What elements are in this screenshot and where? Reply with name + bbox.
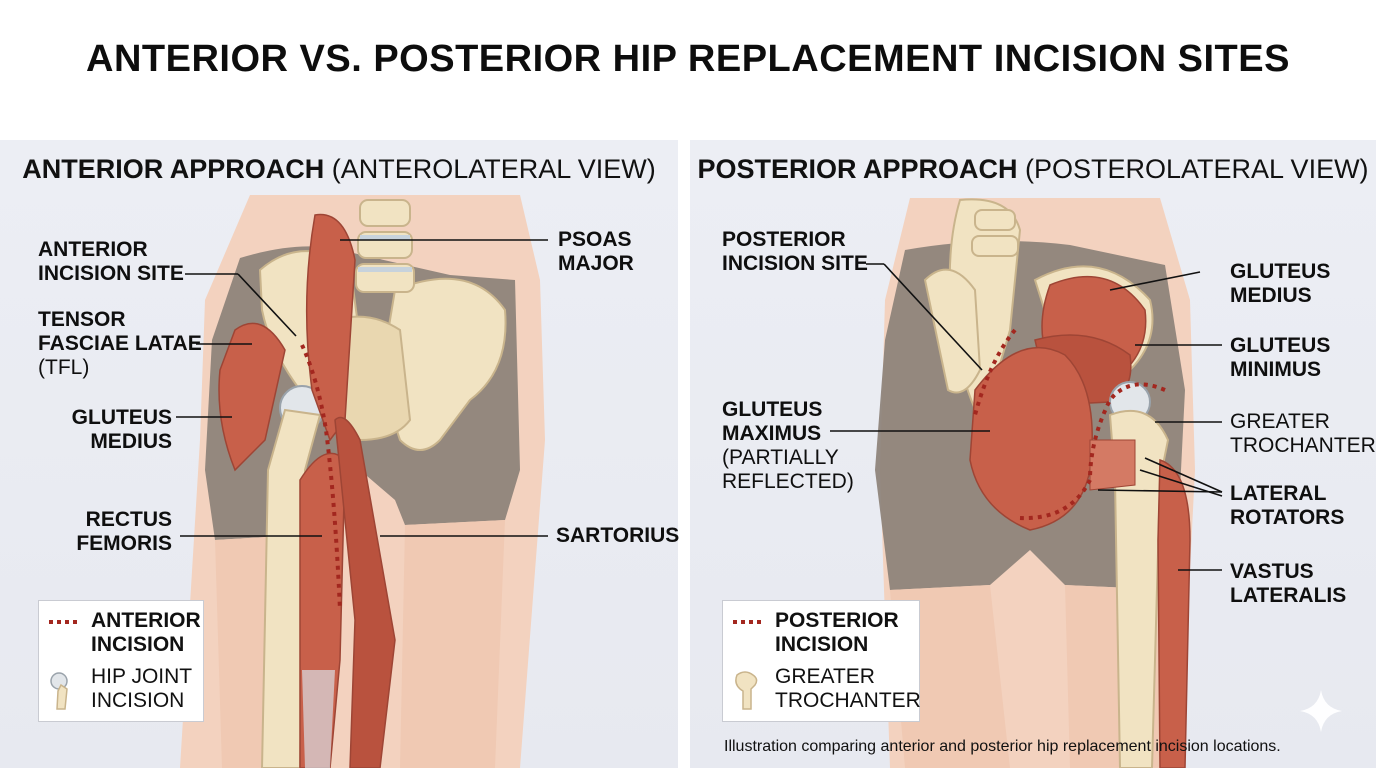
anterior-legend: ANTERIOR INCISION HIP JOINT INCISION	[38, 600, 204, 722]
posterior-panel: POSTERIOR APPROACH (POSTEROLATERAL VIEW)	[690, 140, 1376, 768]
anterior-heading-bold: ANTERIOR APPROACH	[22, 154, 325, 184]
label-rectus-femoris: RECTUS FEMORIS	[76, 508, 172, 555]
dotted-incision-icon	[733, 620, 765, 624]
page-title: ANTERIOR VS. POSTERIOR HIP REPLACEMENT I…	[86, 38, 1290, 80]
caption: Illustration comparing anterior and post…	[724, 738, 1281, 755]
dotted-incision-icon	[49, 620, 81, 624]
label-gluteus-medius-posterior: GLUTEUS MEDIUS	[1230, 260, 1331, 307]
posterior-heading-view: (POSTEROLATERAL VIEW)	[1025, 154, 1369, 184]
label-sartorius: SARTORIUS	[556, 524, 680, 547]
label-vastus-lateralis: VASTUS LATERALIS	[1230, 560, 1347, 607]
label-greater-trochanter: GREATER TROCHANTER	[1230, 410, 1376, 457]
label-posterior-incision-site: POSTERIOR INCISION SITE	[722, 228, 868, 275]
legend-greater-trochanter: GREATER TROCHANTER	[775, 665, 921, 712]
posterior-legend: POSTERIOR INCISION GREATER TROCHANTER	[722, 600, 921, 722]
legend-anterior-incision: ANTERIOR INCISION	[91, 609, 201, 656]
posterior-hip-illustration	[830, 198, 1223, 768]
label-anterior-incision-site: ANTERIOR INCISION SITE	[38, 238, 184, 285]
anterior-heading-view: (ANTEROLATERAL VIEW)	[331, 154, 656, 184]
anterior-panel-heading: ANTERIOR APPROACH (ANTEROLATERAL VIEW)	[0, 154, 678, 185]
label-lateral-rotators: LATERAL ROTATORS	[1230, 482, 1345, 529]
legend-hip-joint: HIP JOINT INCISION	[91, 665, 193, 712]
posterior-heading-bold: POSTERIOR APPROACH	[697, 154, 1018, 184]
label-gluteus-medius-anterior: GLUTEUS MEDIUS	[71, 406, 172, 453]
label-gluteus-minimus: GLUTEUS MINIMUS	[1230, 334, 1331, 381]
posterior-panel-heading: POSTERIOR APPROACH (POSTEROLATERAL VIEW)	[690, 154, 1376, 185]
anterior-hip-illustration	[176, 195, 548, 768]
anterior-panel: ANTERIOR APPROACH (ANTEROLATERAL VIEW)	[0, 140, 680, 768]
label-tfl: TENSOR FASCIAE LATAE (TFL)	[38, 308, 202, 379]
label-gluteus-maximus: GLUTEUS MAXIMUS (PARTIALLY REFLECTED)	[722, 398, 854, 493]
label-psoas-major: PSOAS MAJOR	[558, 228, 634, 275]
legend-posterior-incision: POSTERIOR INCISION	[775, 609, 899, 656]
sparkle-icon	[1300, 690, 1342, 732]
femur-head-icon	[50, 672, 68, 710]
bone-icon	[735, 671, 758, 710]
